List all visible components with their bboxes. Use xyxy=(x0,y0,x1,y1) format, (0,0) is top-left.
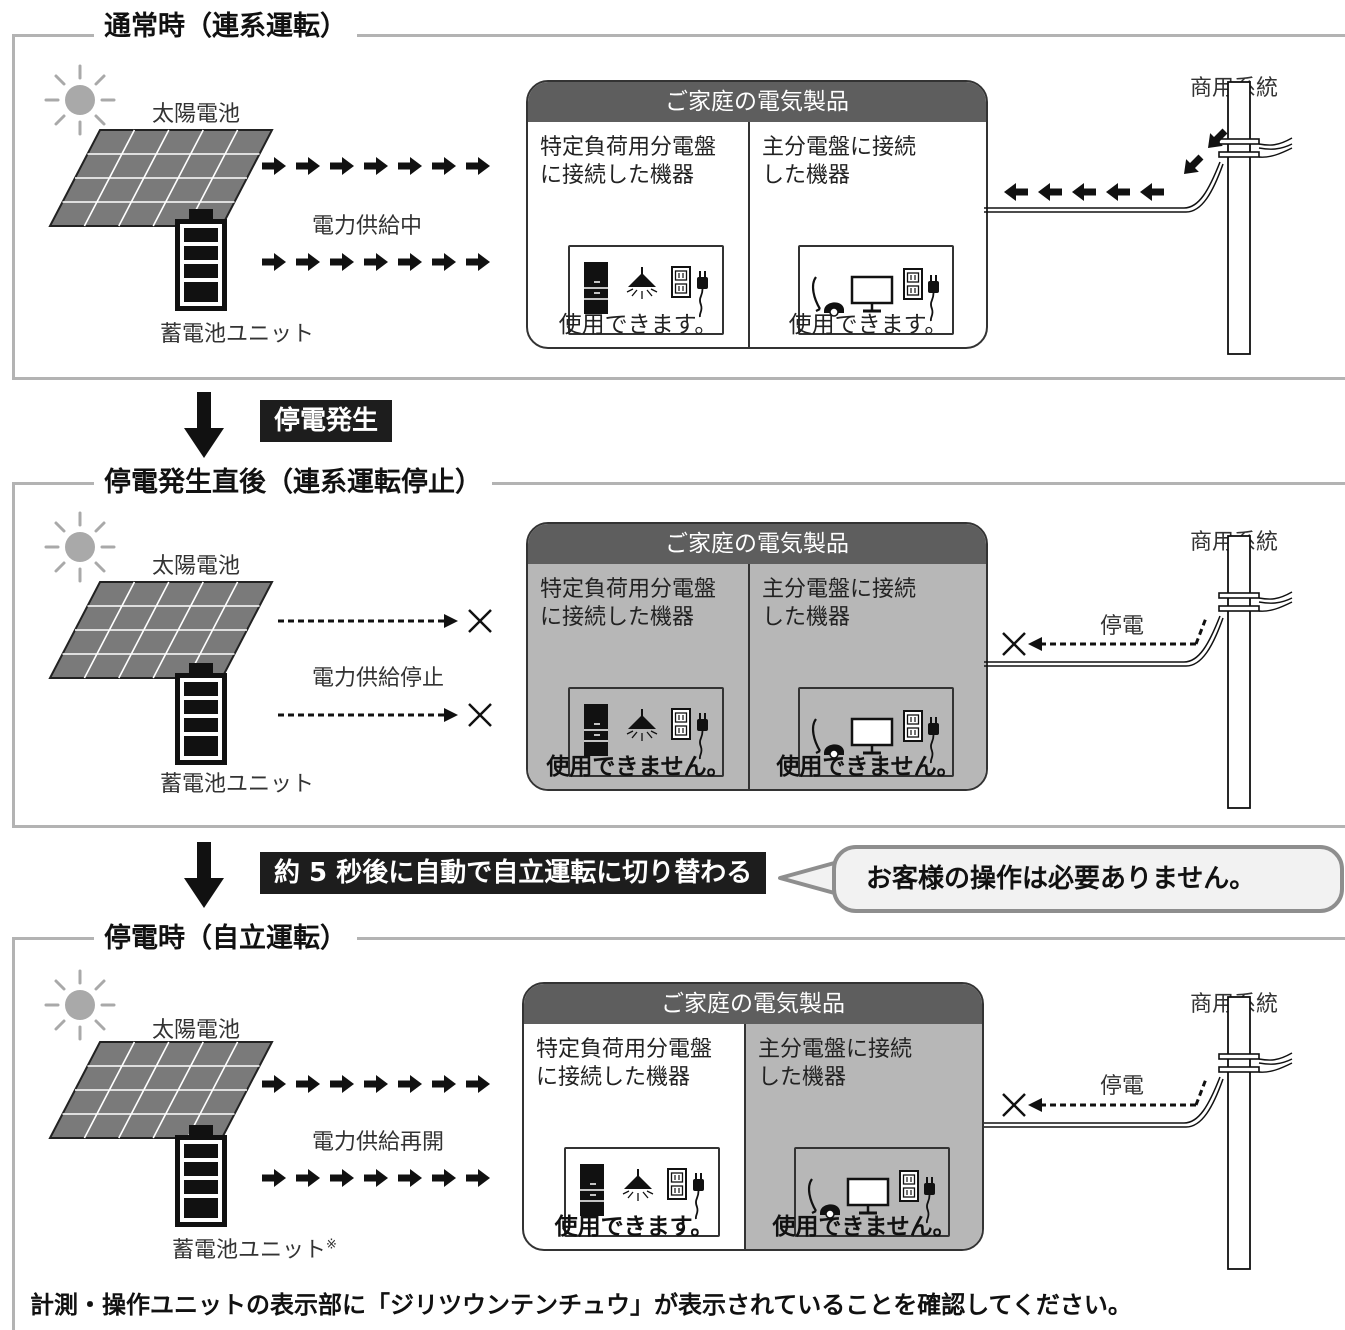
flow-status-label: 電力供給中 xyxy=(312,214,423,239)
main-board-devices xyxy=(798,245,954,335)
panel-header: ご家庭の電気製品 xyxy=(528,82,986,122)
section-title: 停電発生直後（連系運転停止） xyxy=(94,466,492,500)
specific-load-devices xyxy=(564,1147,720,1237)
main-board-title: 主分電盤に接続 した機器 xyxy=(762,135,917,188)
power-stopped-battery xyxy=(278,702,493,728)
specific-load-status: 使用できます。 xyxy=(558,312,718,338)
solar-panel-icon xyxy=(49,1041,273,1139)
panel-header: ご家庭の電気製品 xyxy=(528,524,986,564)
section-standalone-frame xyxy=(12,937,1345,1330)
home-appliances-panel: ご家庭の電気製品 特定負荷用分電盤 に接続した機器 使用できます。 主分電盤に接… xyxy=(522,982,984,1251)
battery-icon xyxy=(175,663,227,765)
main-board-status: 使用できます。 xyxy=(788,312,948,338)
section-title: 停電時（自立運転） xyxy=(94,922,357,956)
section-normal-frame xyxy=(12,34,1345,380)
section-outage-frame xyxy=(12,482,1345,828)
solar-panel-icon xyxy=(49,581,273,679)
utility-pole-icon xyxy=(984,81,1293,355)
specific-load-devices xyxy=(568,687,724,777)
main-board-cell: 主分電盤に接続 した機器 使用できません。 xyxy=(750,564,986,789)
outage-dashed-line xyxy=(1028,617,1208,651)
battery-label-text: 蓄電池ユニット xyxy=(172,1238,327,1263)
grid-flow-arrows xyxy=(1004,124,1232,201)
battery-icon xyxy=(175,209,227,311)
no-action-callout: お客様の操作は必要ありません。 xyxy=(832,845,1344,913)
footer-note: 計測・操作ユニットの表示部に「ジリツウンテンチュウ」が表示されていることを確認し… xyxy=(30,1291,1132,1319)
solar-label: 太陽電池 xyxy=(152,102,241,127)
specific-load-cell: 特定負荷用分電盤 に接続した機器 使用できます。 xyxy=(528,122,748,347)
home-appliances-panel: ご家庭の電気製品 特定負荷用分電盤 に接続した機器 使用できます。 主分電盤に接… xyxy=(526,80,988,349)
main-board-status: 使用できません。 xyxy=(772,1214,956,1240)
outage-label: 停電 xyxy=(1100,614,1145,639)
battery-icon xyxy=(175,1125,227,1227)
battery-label: 蓄電池ユニット※ xyxy=(172,1232,337,1264)
main-board-devices xyxy=(798,687,954,777)
specific-load-title: 特定負荷用分電盤 に接続した機器 xyxy=(540,577,717,630)
panel-divider xyxy=(748,122,750,347)
home-appliances-panel: ご家庭の電気製品 特定負荷用分電盤 に接続した機器 使用できません。 主分電盤に… xyxy=(526,522,988,791)
battery-label: 蓄電池ユニット xyxy=(160,322,315,347)
section-title: 通常時（連系運転） xyxy=(94,10,357,44)
utility-pole-icon xyxy=(984,535,1293,809)
power-stopped-solar xyxy=(278,608,493,634)
panel-divider xyxy=(748,564,750,789)
outage-occurs-tag: 停電発生 xyxy=(260,400,393,442)
main-board-status: 使用できません。 xyxy=(776,754,960,780)
panel-header: ご家庭の電気製品 xyxy=(524,984,982,1024)
solar-panel-icon xyxy=(49,129,273,227)
flow-status-label: 電力供給停止 xyxy=(312,666,445,691)
outage-dashed-line xyxy=(1028,1078,1208,1112)
panel-divider xyxy=(744,1024,746,1249)
main-board-cell: 主分電盤に接続 した機器 使用できません。 xyxy=(746,1024,982,1249)
solar-label: 太陽電池 xyxy=(152,1018,241,1043)
specific-load-cell: 特定負荷用分電盤 に接続した機器 使用できます。 xyxy=(524,1024,744,1249)
sun-icon xyxy=(44,969,116,1041)
power-flow-arrows-solar xyxy=(262,157,490,175)
auto-switch-tag: 約 5 秒後に自動で自立運転に切り替わる xyxy=(260,852,767,894)
specific-load-status: 使用できます。 xyxy=(554,1214,714,1240)
specific-load-devices xyxy=(568,245,724,335)
down-arrow-icon xyxy=(184,842,224,908)
specific-load-title: 特定負荷用分電盤 に接続した機器 xyxy=(540,135,717,188)
flow-status-label: 電力供給再開 xyxy=(312,1130,445,1155)
power-flow-arrows-battery xyxy=(262,253,490,271)
sun-icon xyxy=(44,511,116,583)
utility-pole-icon xyxy=(984,996,1293,1270)
power-flow-arrows-solar xyxy=(262,1075,490,1093)
down-arrow-icon xyxy=(184,392,224,458)
specific-load-status: 使用できません。 xyxy=(546,754,730,780)
specific-load-cell: 特定負荷用分電盤 に接続した機器 使用できません。 xyxy=(528,564,748,789)
outage-label: 停電 xyxy=(1100,1074,1145,1099)
battery-label: 蓄電池ユニット xyxy=(160,772,315,797)
power-flow-arrows-battery xyxy=(262,1169,490,1187)
battery-note-mark: ※ xyxy=(326,1237,337,1253)
main-board-cell: 主分電盤に接続 した機器 使用できます。 xyxy=(750,122,986,347)
main-board-devices xyxy=(794,1147,950,1237)
specific-load-title: 特定負荷用分電盤 に接続した機器 xyxy=(536,1037,713,1090)
main-board-title: 主分電盤に接続 した機器 xyxy=(762,577,917,630)
main-board-title: 主分電盤に接続 した機器 xyxy=(758,1037,913,1090)
solar-label: 太陽電池 xyxy=(152,554,241,579)
